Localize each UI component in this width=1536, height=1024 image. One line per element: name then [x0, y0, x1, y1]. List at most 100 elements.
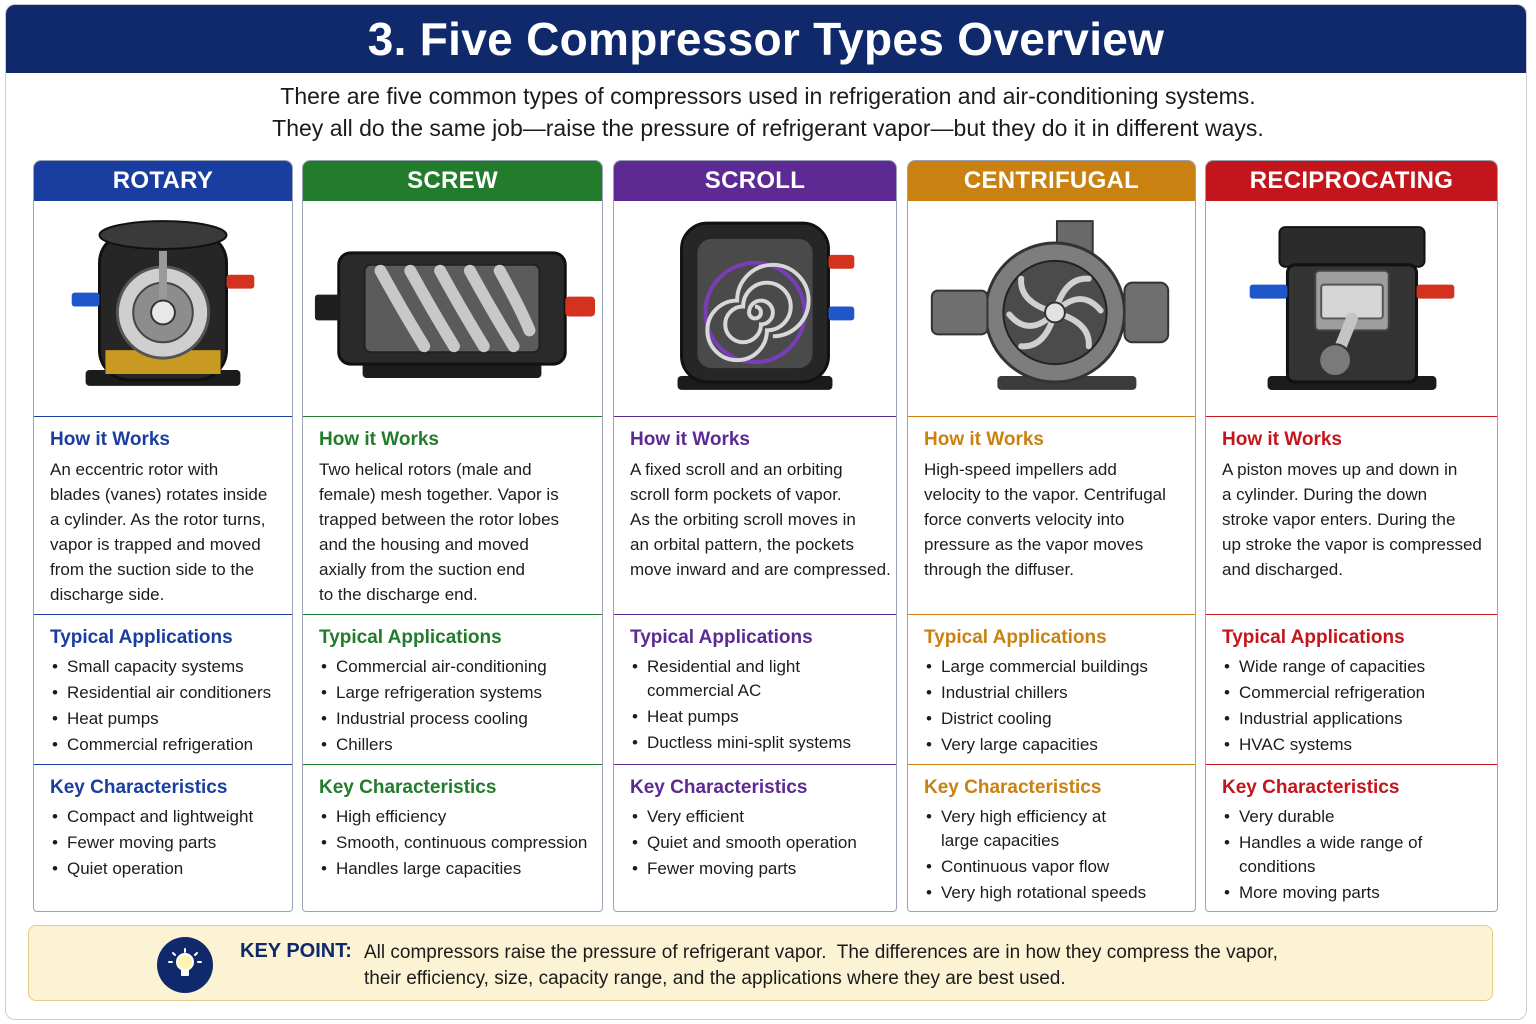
scroll-apps-title: Typical Applications — [630, 627, 813, 648]
intro-line-2: They all do the same job—raise the press… — [272, 115, 1264, 141]
rotary-how-line: An eccentric rotor with — [50, 460, 219, 479]
keypoint-label: KEY POINT: — [240, 940, 352, 962]
scroll-compressor-icon — [677, 221, 855, 390]
rotary-app-item: Small capacity systems — [50, 655, 292, 679]
reciprocating-app-item: Wide range of capacities — [1222, 655, 1497, 679]
reciprocating-how-line: and discharged. — [1222, 560, 1343, 579]
centrifugal-how-line: pressure as the vapor moves — [924, 535, 1144, 554]
centrifugal-how-line: velocity to the vapor. Centrifugal — [924, 485, 1166, 504]
scroll-keys-section: Key Characteristics Very efficient Quiet… — [614, 765, 896, 911]
column-rotary: ROTARY How it Works An eccentric rotor w… — [33, 160, 293, 912]
screw-how-line: axially from the suction end — [319, 560, 525, 579]
screw-key-item: Smooth, continuous compression — [319, 831, 602, 855]
screw-how-line: and the housing and moved — [319, 535, 529, 554]
screw-app-item: Chillers — [319, 733, 602, 757]
reciprocating-key-item: Handles a wide range of conditions — [1222, 831, 1437, 879]
reciprocating-how-line: stroke vapor enters. During the — [1222, 510, 1456, 529]
scroll-key-item: Fewer moving parts — [630, 857, 896, 881]
rotary-key-item: Quiet operation — [50, 857, 292, 881]
rotary-compressor-icon — [71, 220, 255, 386]
scroll-how-line: A fixed scroll and an orbiting — [630, 460, 843, 479]
reciprocating-image — [1206, 201, 1497, 417]
keypoint-banner: KEY POINT: All compressors raise the pre… — [28, 925, 1493, 1001]
column-centrifugal: CENTRIFUGAL How it Works High-speed impe… — [907, 160, 1196, 912]
scroll-how-section: How it Works A fixed scroll and an orbit… — [614, 417, 896, 615]
column-header-screw: SCREW — [303, 161, 602, 201]
column-reciprocating: RECIPROCATING How it Works A piston move… — [1205, 160, 1498, 912]
reciprocating-app-item: Commercial refrigeration — [1222, 681, 1497, 705]
screw-key-item: High efficiency — [319, 805, 602, 829]
reciprocating-app-item: HVAC systems — [1222, 733, 1497, 757]
centrifugal-how-line: High-speed impellers add — [924, 460, 1117, 479]
scroll-how-line: scroll form pockets of vapor. — [630, 485, 842, 504]
centrifugal-app-item: District cooling — [924, 707, 1195, 731]
rotary-how-line: blades (vanes) rotates inside — [50, 485, 268, 504]
rotary-image — [34, 201, 292, 417]
lightbulb-icon — [157, 937, 213, 993]
reciprocating-key-item: Very durable — [1222, 805, 1497, 829]
rotary-app-item: Commercial refrigeration — [50, 733, 292, 757]
centrifugal-key-item: Very high efficiency at large capacities — [924, 805, 1124, 853]
rotary-how-section: How it Works An eccentric rotor with bla… — [34, 417, 292, 615]
reciprocating-key-item: More moving parts — [1222, 881, 1497, 905]
scroll-how-title: How it Works — [630, 429, 750, 450]
screw-image — [303, 201, 602, 417]
rotary-how-title: How it Works — [50, 429, 170, 450]
screw-how-title: How it Works — [319, 429, 439, 450]
centrifugal-key-item: Continuous vapor flow — [924, 855, 1195, 879]
rotary-how-line: from the suction side to the — [50, 560, 255, 579]
rotary-apps-title: Typical Applications — [50, 627, 233, 648]
rotary-apps-section: Typical Applications Small capacity syst… — [34, 615, 292, 765]
title-bar: 3. Five Compressor Types Overview — [6, 5, 1526, 73]
screw-how-line: Two helical rotors (male and — [319, 460, 532, 479]
screw-app-item: Large refrigeration systems — [319, 681, 602, 705]
scroll-apps-section: Typical Applications Residential and lig… — [614, 615, 896, 765]
reciprocating-how-line: up stroke the vapor is compressed — [1222, 535, 1482, 554]
centrifugal-key-item: Very high rotational speeds — [924, 881, 1195, 905]
centrifugal-app-item: Industrial chillers — [924, 681, 1195, 705]
column-header-scroll: SCROLL — [614, 161, 896, 201]
centrifugal-compressor-icon — [930, 220, 1170, 390]
reciprocating-how-line: A piston moves up and down in — [1222, 460, 1458, 479]
screw-key-item: Handles large capacities — [319, 857, 602, 881]
reciprocating-how-section: How it Works A piston moves up and down … — [1206, 417, 1497, 615]
reciprocating-apps-title: Typical Applications — [1222, 627, 1405, 648]
keypoint-line-2: their efficiency, size, capacity range, … — [364, 968, 1066, 989]
reciprocating-compressor-icon — [1249, 226, 1455, 390]
reciprocating-app-item: Industrial applications — [1222, 707, 1497, 731]
scroll-app-item: Ductless mini-split systems — [630, 731, 896, 755]
centrifugal-how-line: force converts velocity into — [924, 510, 1125, 529]
scroll-key-item: Very efficient — [630, 805, 896, 829]
scroll-how-line: an orbital pattern, the pockets — [630, 535, 854, 554]
page-title: 3. Five Compressor Types Overview — [367, 13, 1165, 65]
rotary-keys-section: Key Characteristics Compact and lightwei… — [34, 765, 292, 911]
column-header-rotary: ROTARY — [34, 161, 292, 201]
screw-how-section: How it Works Two helical rotors (male an… — [303, 417, 602, 615]
reciprocating-apps-section: Typical Applications Wide range of capac… — [1206, 615, 1497, 765]
rotary-how-line: a cylinder. As the rotor turns, — [50, 510, 266, 529]
scroll-how-line: move inward and are compressed. — [630, 560, 891, 579]
rotary-how-line: discharge side. — [50, 585, 165, 604]
centrifugal-image — [908, 201, 1195, 417]
intro-text: There are five common types of compresso… — [0, 80, 1536, 144]
screw-app-item: Industrial process cooling — [319, 707, 602, 731]
column-header-reciprocating: RECIPROCATING — [1206, 161, 1497, 201]
scroll-image — [614, 201, 896, 417]
keypoint-line-1: All compressors raise the pressure of re… — [364, 942, 1278, 963]
centrifugal-app-item: Very large capacities — [924, 733, 1195, 757]
screw-apps-section: Typical Applications Commercial air-cond… — [303, 615, 602, 765]
scroll-keys-title: Key Characteristics — [630, 777, 808, 798]
scroll-how-line: As the orbiting scroll moves in — [630, 510, 856, 529]
reciprocating-keys-title: Key Characteristics — [1222, 777, 1400, 798]
reciprocating-keys-section: Key Characteristics Very durable Handles… — [1206, 765, 1497, 911]
screw-how-line: trapped between the rotor lobes — [319, 510, 560, 529]
centrifugal-keys-section: Key Characteristics Very high efficiency… — [908, 765, 1195, 911]
centrifugal-how-line: through the diffuser. — [924, 560, 1074, 579]
reciprocating-how-line: a cylinder. During the down — [1222, 485, 1428, 504]
centrifugal-app-item: Large commercial buildings — [924, 655, 1195, 679]
screw-keys-title: Key Characteristics — [319, 777, 497, 798]
rotary-keys-title: Key Characteristics — [50, 777, 228, 798]
intro-line-1: There are five common types of compresso… — [280, 83, 1256, 109]
rotary-how-line: vapor is trapped and moved — [50, 535, 261, 554]
centrifugal-keys-title: Key Characteristics — [924, 777, 1102, 798]
